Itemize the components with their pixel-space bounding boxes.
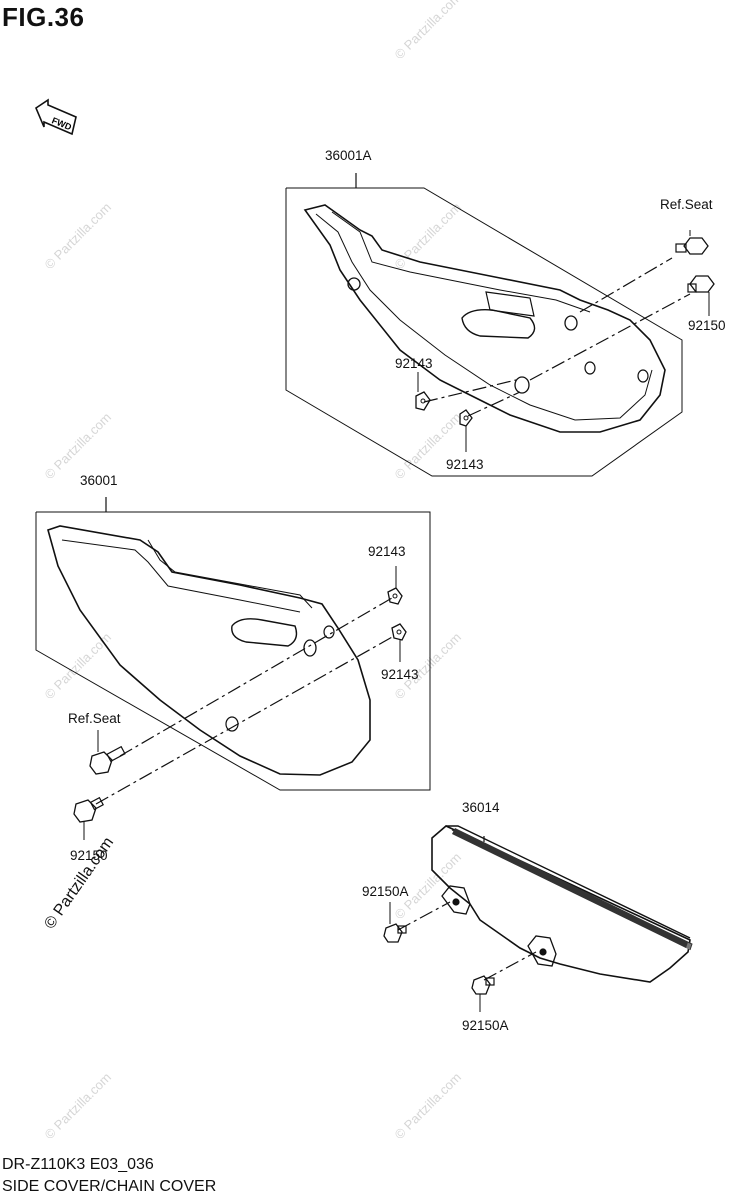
watermark-text: © Partzilla.com [42,410,115,483]
label-ref-seat-top: Ref.Seat [660,197,713,212]
washer-icon [459,409,473,452]
watermark-text: © Partzilla.com [392,1070,465,1143]
label-ref-seat-left: Ref.Seat [68,711,121,726]
washer-icon [391,623,407,662]
label-36001: 36001 [80,473,118,488]
watermark-text: © Partzilla.com [392,0,465,62]
fwd-arrow-icon: FWD [35,98,77,136]
washer-icon [415,372,431,411]
label-36014: 36014 [462,800,500,815]
label-92143-a: 92143 [395,356,433,371]
watermark-text: © Partzilla.com [392,200,465,273]
watermark-text: © Partzilla.com [42,1070,115,1143]
label-92143-c: 92143 [368,544,406,559]
label-92150-top: 92150 [688,318,726,333]
bolt-icon [383,902,407,943]
label-92150A-a: 92150A [362,884,409,899]
figure-title: FIG.36 [2,2,85,32]
group-36001A [285,173,715,477]
label-36001A: 36001A [325,148,372,163]
watermark-text: © Partzilla.com [42,200,115,273]
label-92143-d: 92143 [381,667,419,682]
watermarks: © Partzilla.com © Partzilla.com © Partzi… [42,0,465,1142]
bolt-icon [687,275,715,316]
watermark-text: © Partzilla.com [42,630,115,703]
group-36001 [35,497,431,840]
label-92143-b: 92143 [446,457,484,472]
diagram-caption: SIDE COVER/CHAIN COVER [2,1178,217,1195]
label-92150-left: 92150 [70,848,108,863]
bolt-icon [89,730,126,775]
washer-icon [387,566,403,605]
label-92150A-b: 92150A [462,1018,509,1033]
bolt-icon [73,796,104,840]
bolt-icon [675,230,709,255]
bolt-icon [471,975,495,1012]
group-36014 [383,825,693,1012]
diagram-code: DR-Z110K3 E03_036 [2,1156,154,1173]
